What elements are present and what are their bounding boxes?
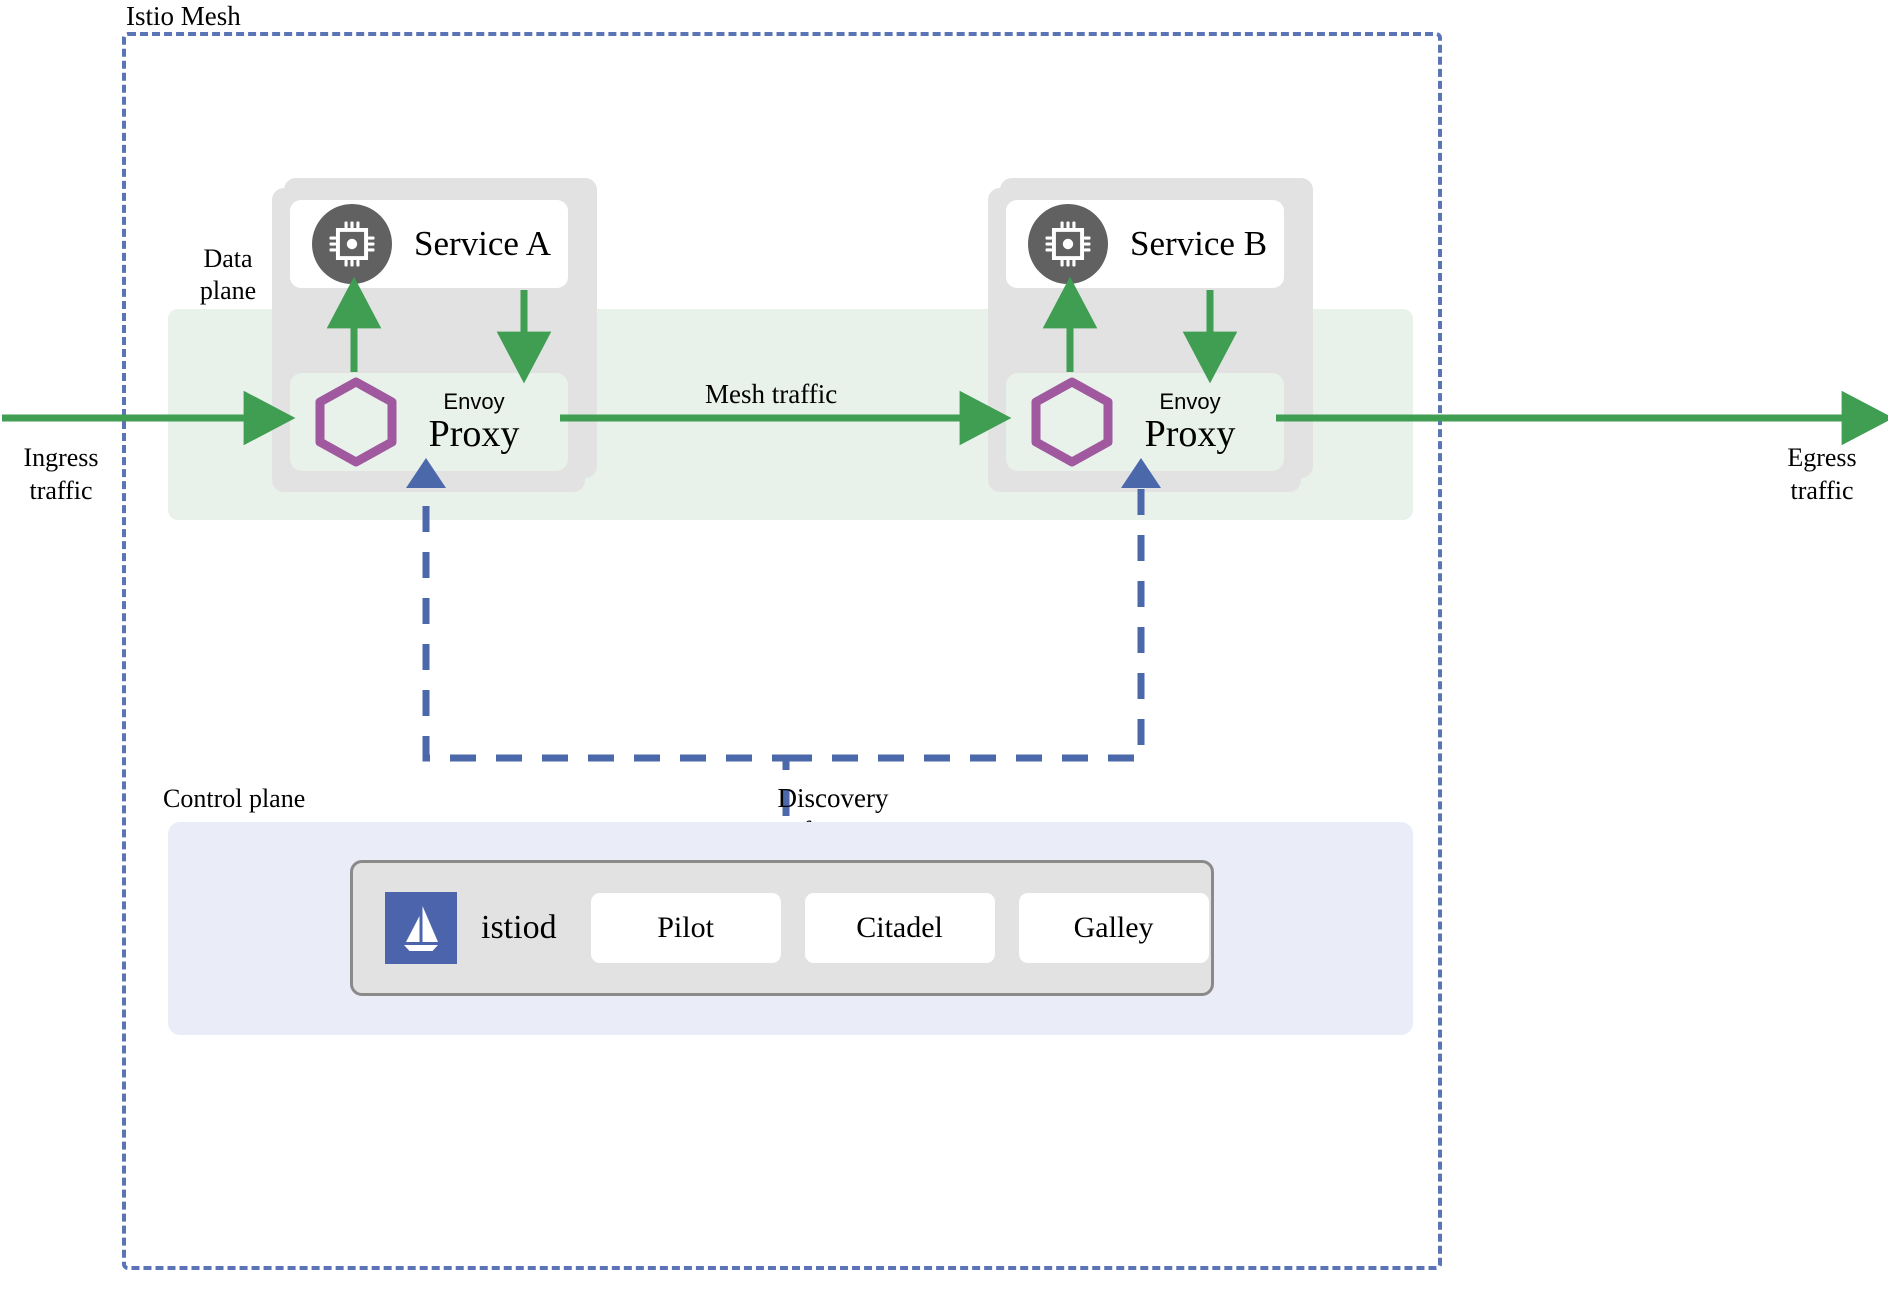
- envoy-proxy-b-box: Envoy Proxy: [1006, 373, 1284, 471]
- envoy-proxy-b-mainlabel: Proxy: [1144, 413, 1236, 455]
- service-b-box: Service B: [1006, 200, 1284, 288]
- egress-traffic-label: Egress traffic: [1756, 441, 1888, 507]
- service-a-box: Service A: [290, 200, 568, 288]
- envoy-proxy-b-sublabel: Envoy: [1159, 389, 1221, 414]
- component-citadel[interactable]: Citadel: [804, 893, 995, 963]
- cpu-chip-icon: [312, 204, 392, 284]
- service-b-label: Service B: [1130, 224, 1268, 263]
- istio-mesh-title: Istio Mesh: [126, 1, 241, 31]
- control-plane-label: Control plane: [163, 784, 306, 813]
- component-citadel-label: Citadel: [856, 911, 943, 944]
- data-plane-label-line1: Data: [203, 244, 253, 273]
- service-a-label: Service A: [414, 224, 552, 263]
- envoy-proxy-a-sublabel: Envoy: [443, 389, 505, 414]
- ingress-traffic-line2: traffic: [29, 476, 93, 505]
- hexagon-icon: [1031, 377, 1113, 467]
- envoy-proxy-a-box: Envoy Proxy: [290, 373, 568, 471]
- component-galley-label: Galley: [1073, 911, 1154, 944]
- ingress-traffic-label: Ingress traffic: [0, 441, 122, 507]
- envoy-proxy-a-mainlabel: Proxy: [428, 413, 520, 455]
- pod-service-b: Service B Envoy Proxy: [988, 178, 1313, 492]
- component-galley[interactable]: Galley: [1018, 893, 1209, 963]
- component-pilot[interactable]: Pilot: [590, 893, 781, 963]
- component-pilot-label: Pilot: [657, 911, 714, 944]
- cpu-chip-icon: [1028, 204, 1108, 284]
- pod-service-a: Service A Envoy Proxy: [272, 178, 597, 492]
- istio-sail-logo: [385, 892, 457, 964]
- envoy-proxy-a-labels: Envoy Proxy: [398, 389, 550, 455]
- envoy-proxy-b-labels: Envoy Proxy: [1114, 389, 1266, 455]
- data-plane-label-line2: plane: [199, 276, 257, 305]
- data-plane-label: Data plane: [168, 243, 288, 307]
- istiod-container: istiod Pilot Citadel Galley: [350, 860, 1214, 996]
- mesh-traffic-label: Mesh traffic: [705, 379, 838, 409]
- egress-traffic-line1: Egress: [1787, 443, 1857, 472]
- ingress-traffic-line1: Ingress: [23, 443, 99, 472]
- control-signal-discovery: Discovery: [777, 783, 889, 813]
- hexagon-icon: [315, 377, 397, 467]
- istio-mesh-boundary: [122, 32, 1442, 1270]
- istiod-label: istiod: [481, 909, 557, 946]
- egress-traffic-line2: traffic: [1790, 476, 1854, 505]
